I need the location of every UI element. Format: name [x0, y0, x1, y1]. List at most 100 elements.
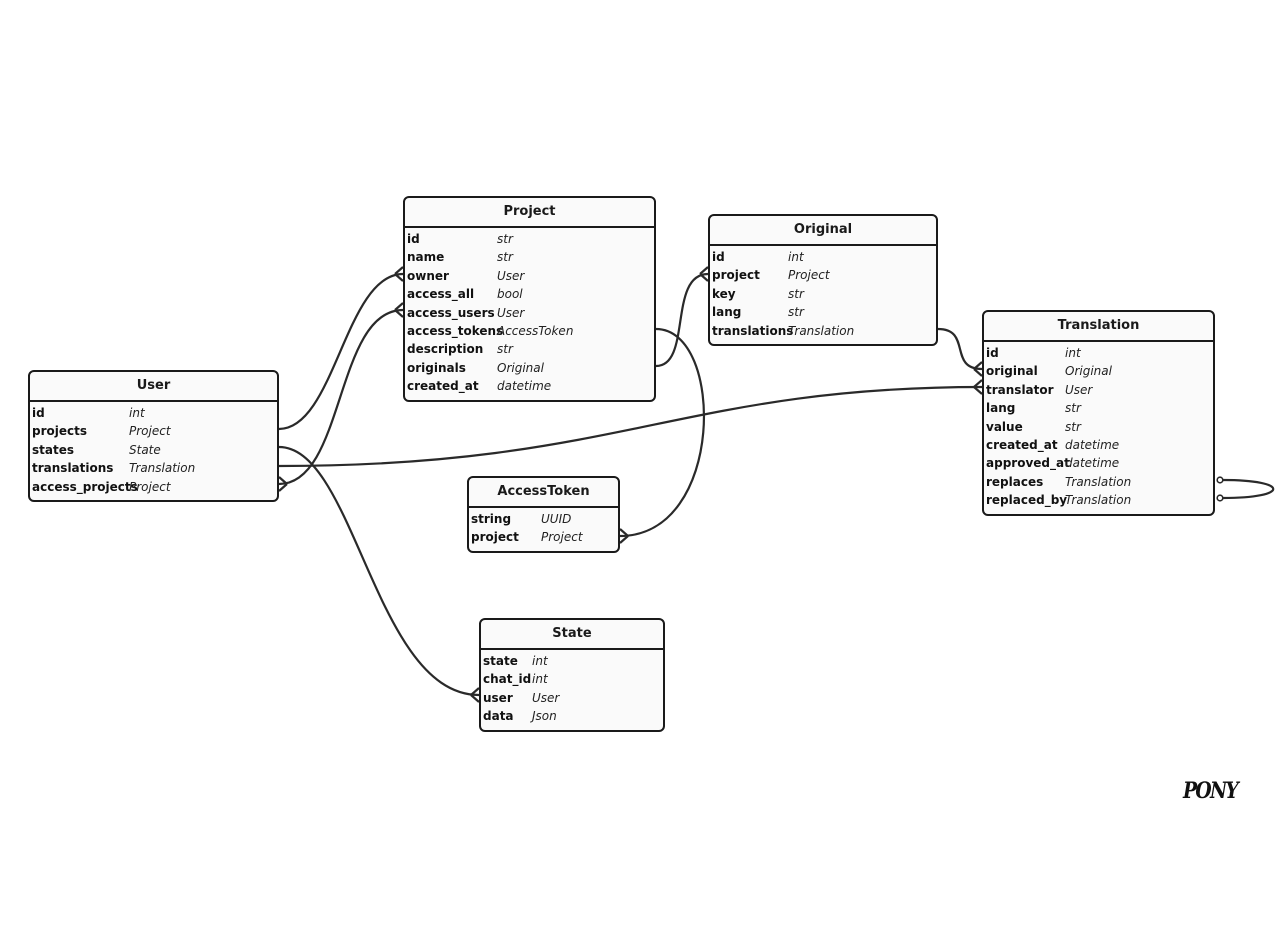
attribute-name: string — [471, 512, 512, 526]
crowfoot-user-access-projects — [278, 476, 288, 492]
link-user-translations — [278, 385, 983, 468]
crowfoot-accesstoken-project — [619, 528, 629, 544]
attribute-type: str — [788, 286, 804, 301]
attribute-name: id — [32, 406, 45, 420]
attribute-type: str — [497, 232, 513, 246]
attribute-name: translator — [986, 382, 1054, 397]
attribute-row: id str — [405, 230, 654, 248]
link-project-access-tokens — [619, 327, 706, 538]
crowfoot-project-owner — [394, 266, 404, 282]
crowfoot-project-access-users — [394, 302, 404, 318]
attribute-row: state int — [481, 652, 663, 670]
attribute-type: User — [497, 268, 525, 283]
crowfoot-translation-original — [973, 361, 983, 377]
attribute-name: access_tokens — [407, 323, 504, 338]
attribute-name: id — [986, 346, 999, 360]
attribute-type: int — [1065, 346, 1081, 360]
attribute-name: access_users — [407, 305, 495, 320]
link-original-translations — [937, 327, 983, 371]
attribute-row: owner User — [405, 267, 654, 285]
attribute-row: created_at datetime — [984, 436, 1213, 454]
attribute-type: UUID — [541, 512, 572, 526]
attribute-list: string UUID project Project — [469, 508, 618, 547]
attribute-name: key — [712, 286, 736, 301]
link-user-projects-owner — [278, 272, 404, 431]
optional-marker-replaces — [1216, 476, 1224, 484]
attribute-type: Translation — [1065, 493, 1132, 508]
link-translation-replaces — [1222, 478, 1275, 500]
attribute-type: Translation — [1065, 474, 1132, 489]
attribute-type: str — [497, 250, 513, 265]
attribute-type: int — [532, 654, 548, 668]
attribute-row: project Project — [710, 266, 936, 284]
attribute-type: int — [129, 406, 145, 420]
pony-logo: PONY — [1183, 778, 1239, 804]
attribute-type: Project — [788, 268, 830, 283]
attribute-type: User — [532, 690, 560, 705]
attribute-name: chat_id — [483, 672, 532, 687]
attribute-name: value — [986, 419, 1023, 434]
attribute-type: Project — [541, 530, 583, 545]
attribute-name: name — [407, 250, 445, 265]
attribute-row: string UUID — [469, 510, 618, 528]
attribute-row: id int — [984, 344, 1213, 362]
attribute-name: description — [407, 342, 484, 357]
attribute-type: datetime — [1065, 437, 1120, 452]
attribute-type: Project — [129, 424, 171, 439]
attribute-name: owner — [407, 268, 449, 283]
attribute-name: id — [407, 232, 420, 246]
crowfoot-original-project — [699, 266, 709, 282]
attribute-name: translations — [712, 323, 794, 338]
attribute-name: state — [483, 654, 518, 668]
attribute-type: int — [532, 672, 548, 687]
attribute-type: Original — [1065, 364, 1112, 379]
attribute-type: Json — [532, 709, 557, 724]
attribute-name: data — [483, 709, 514, 724]
attribute-name: states — [32, 442, 74, 457]
attribute-name: lang — [986, 401, 1016, 416]
attribute-type: bool — [497, 287, 523, 302]
attribute-name: created_at — [407, 379, 479, 394]
crowfoot-state-user — [470, 687, 480, 703]
attribute-name: project — [471, 530, 519, 545]
attribute-type: AccessToken — [497, 323, 574, 338]
attribute-name: project — [712, 268, 760, 283]
attribute-type: State — [129, 442, 161, 457]
link-user-access-projects — [278, 308, 404, 486]
attribute-type: User — [497, 305, 525, 320]
attribute-name: access_projects — [32, 479, 138, 494]
attribute-type: str — [1065, 419, 1081, 434]
attribute-name: id — [712, 250, 725, 264]
attribute-type: Original — [497, 360, 544, 375]
attribute-row: data Json — [481, 707, 663, 725]
entity-translation[interactable]: Translation id int original Original translat… — [982, 310, 1215, 516]
entity-title: Translation — [984, 312, 1213, 342]
attribute-name: original — [986, 364, 1038, 379]
attribute-name: created_at — [986, 437, 1058, 452]
attribute-type: Translation — [788, 323, 855, 338]
attribute-row: id int — [30, 404, 277, 422]
